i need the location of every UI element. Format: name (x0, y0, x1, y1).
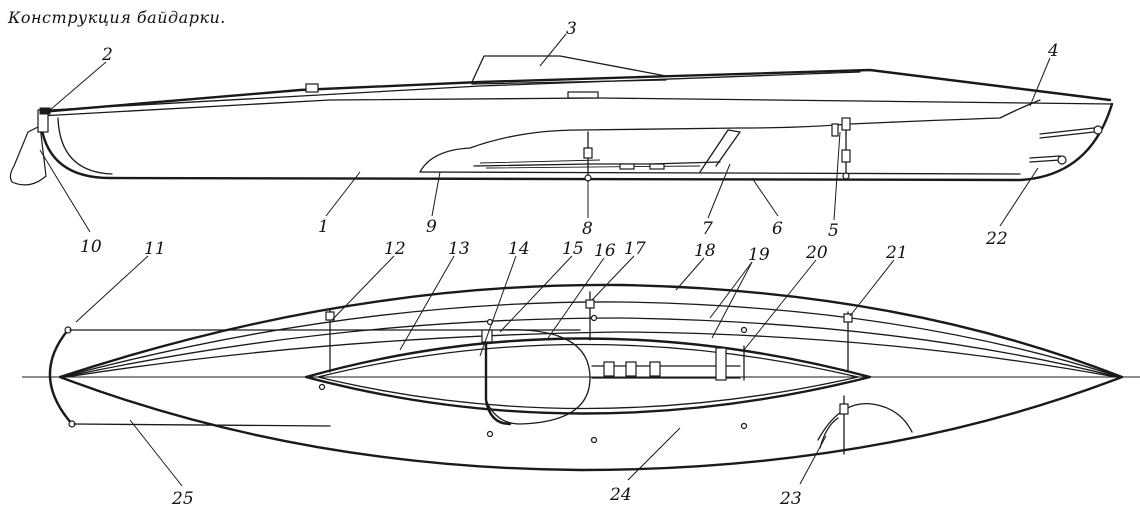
top-hull-outline (58, 283, 1124, 472)
label-23: 23 (779, 489, 802, 509)
seat (485, 329, 591, 425)
bow-tie-line-bottom (73, 423, 331, 427)
coaming-hooks (318, 314, 748, 444)
label-7: 7 (702, 219, 713, 239)
side-backrest (699, 129, 741, 173)
cockpit-coaming-inner (317, 343, 859, 410)
label-25: 25 (171, 489, 194, 509)
label-12: 12 (384, 239, 406, 259)
label-24: 24 (609, 485, 632, 505)
label-15: 15 (562, 239, 584, 259)
side-bracket-5 (831, 123, 839, 137)
side-seat-block-2 (649, 163, 665, 170)
side-frame-post-clamp-mid (841, 149, 851, 163)
cockpit-coaming-base (471, 79, 667, 85)
label-2: 2 (101, 45, 113, 65)
label-3: 3 (566, 19, 577, 39)
rudder-head (39, 107, 51, 115)
top-rib-21-clamp (843, 313, 853, 323)
side-seat-block-1 (619, 163, 635, 170)
stern-fitting-lower-knob (1057, 155, 1067, 165)
leader-lines (39, 33, 1051, 487)
deck-fitting-fore (305, 83, 319, 93)
kayak-side-view (9, 55, 1114, 186)
top-stringer-3 (65, 331, 1117, 378)
side-hull-outline (38, 102, 1114, 182)
label-16: 16 (594, 241, 616, 261)
label-17: 17 (624, 239, 646, 259)
side-keel (419, 171, 1021, 175)
top-stringer-1 (61, 301, 1121, 378)
label-22: 22 (985, 229, 1008, 249)
rudder-blade (9, 125, 47, 186)
label-19: 19 (748, 245, 770, 265)
side-cutaway-outline (419, 99, 1041, 173)
side-deck-line (38, 68, 1112, 114)
seat-backrest (484, 338, 512, 426)
footrest-rail (591, 365, 741, 379)
label-18: 18 (694, 241, 716, 261)
top-rib-17-clamp (585, 299, 595, 309)
label-14: 14 (508, 239, 530, 259)
side-stringer-upper (49, 71, 861, 111)
kayak-top-view (22, 283, 1140, 472)
label-21: 21 (885, 243, 908, 263)
figure-caption: Конструкция байдарки. (8, 8, 226, 27)
side-frame-post-foot (842, 172, 850, 180)
top-stringer-2 (63, 317, 1119, 378)
label-9: 9 (426, 217, 437, 237)
stern-fitting-lower (1029, 155, 1061, 163)
side-frame-post-clamp-top (841, 117, 851, 131)
label-11: 11 (144, 239, 166, 259)
top-rib-12-clamp (325, 311, 335, 321)
deck-fitting-mid (567, 91, 599, 99)
footrest-block-3 (649, 361, 661, 377)
label-6: 6 (772, 219, 783, 239)
label-20: 20 (805, 243, 828, 263)
stern-fitting-upper (1039, 127, 1095, 139)
label-5: 5 (828, 221, 839, 241)
aft-hatch-cover (817, 403, 913, 441)
stern-fitting-upper-knob (1093, 125, 1103, 135)
aft-hatch-post-clamp (839, 403, 849, 415)
label-10: 10 (80, 237, 102, 257)
cockpit-coaming-side (471, 55, 667, 83)
side-bow-frame (57, 117, 113, 175)
cockpit-coaming-top (304, 337, 872, 415)
footrest-block-1 (603, 361, 615, 377)
label-13: 13 (448, 239, 470, 259)
side-rib-8-clamp (583, 147, 593, 159)
label-4: 4 (1047, 41, 1059, 61)
footrest-bar-20 (715, 347, 727, 381)
label-1: 1 (318, 217, 329, 237)
side-gunwale (39, 97, 1113, 117)
part-number-labels: 1 2 3 4 5 6 7 8 9 10 11 12 13 14 15 16 1… (80, 19, 1059, 509)
footrest-block-2 (625, 361, 637, 377)
label-8: 8 (582, 219, 593, 239)
bow-bar (48, 328, 74, 426)
